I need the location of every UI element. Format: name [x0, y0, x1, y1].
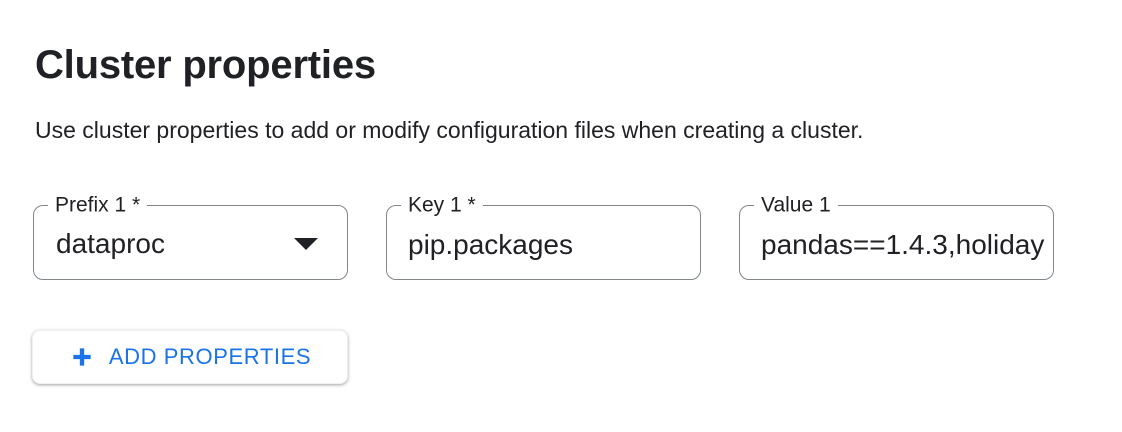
section-description: Use cluster properties to add or modify … — [35, 117, 864, 143]
add-properties-label: ADD PROPERTIES — [108, 344, 312, 369]
caret-down-icon — [294, 237, 318, 250]
plus-icon — [69, 344, 95, 370]
key-input[interactable] — [387, 206, 700, 279]
add-properties-button[interactable]: ADD PROPERTIES — [32, 330, 348, 384]
value-input[interactable] — [740, 206, 1053, 279]
value-field: Value 1 — [739, 192, 1054, 280]
key-field: Key 1 * — [386, 192, 701, 280]
prefix-value: dataproc — [56, 227, 165, 259]
property-row: Prefix 1 * dataproc Key 1 * Value 1 — [33, 192, 1054, 280]
prefix-select[interactable]: Prefix 1 * dataproc — [33, 192, 348, 280]
prefix-label: Prefix 1 * — [48, 192, 148, 218]
page-title: Cluster properties — [35, 42, 376, 87]
